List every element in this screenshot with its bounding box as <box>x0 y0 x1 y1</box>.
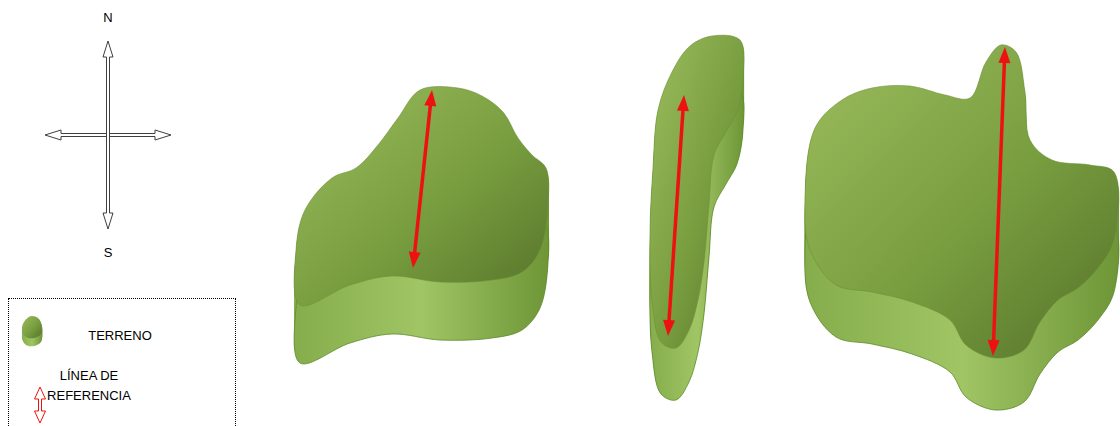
legend-text: TERRENO <box>60 326 180 346</box>
legend-reference-sample <box>35 387 46 423</box>
arrow-head <box>409 251 421 268</box>
reference-line <box>414 103 430 256</box>
terrain-side <box>22 317 42 339</box>
terrain-1 <box>294 86 549 363</box>
terrain-top <box>650 35 744 348</box>
compass-arrow-ns <box>103 41 113 229</box>
reference-arrow-1 <box>409 90 437 268</box>
terrain-top <box>805 45 1119 358</box>
legend-terrain-sample <box>22 316 42 346</box>
terrain-3 <box>805 45 1119 410</box>
compass-letter: N <box>100 8 116 28</box>
reference-arrow-2 <box>663 95 689 336</box>
arrow-head <box>998 47 1010 63</box>
legend-text: LÍNEA DE REFERENCIA <box>36 366 142 406</box>
terrain-top <box>22 316 42 338</box>
arrow-head <box>677 95 689 111</box>
terrain-side <box>294 87 549 306</box>
legend-frame <box>8 298 236 426</box>
terrain-side <box>805 46 1119 359</box>
arrow-head <box>424 90 436 107</box>
reference-arrow-3 <box>988 47 1011 356</box>
compass-letter: S <box>100 243 116 263</box>
terrain-side <box>650 36 744 349</box>
terrain-2 <box>650 35 744 400</box>
arrow-head <box>988 340 1000 356</box>
reference-line <box>669 108 683 323</box>
terrain-top <box>294 86 549 305</box>
reference-line <box>993 60 1004 343</box>
arrow-head <box>663 320 675 336</box>
